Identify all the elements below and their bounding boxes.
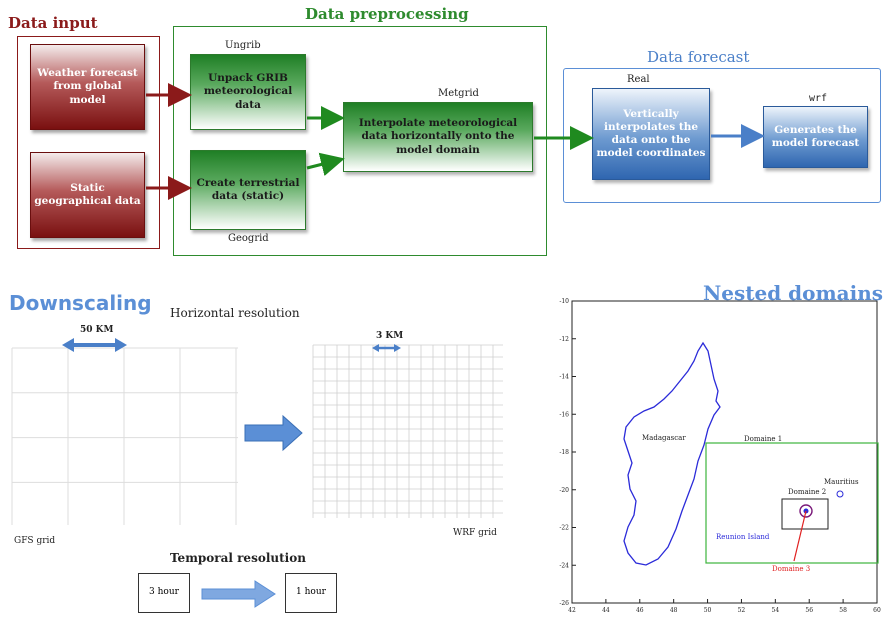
downscaling-arrow	[244, 414, 303, 452]
domain-3-marker	[799, 504, 813, 518]
reunion-island-label: Reunion Island	[716, 533, 770, 541]
data-preprocessing-title: Data preprocessing	[305, 5, 469, 23]
coarse-spacing-label: 50 KM	[80, 325, 114, 335]
madagascar-label: Madagascar	[642, 434, 686, 442]
static-geographical-box: Static geographical data	[30, 152, 145, 238]
y-tick-label: -10	[559, 298, 569, 305]
fine-spacing-arrow	[372, 344, 401, 352]
domain-3-pointer	[793, 510, 807, 562]
y-tick-label: -18	[559, 449, 569, 456]
workflow-arrows	[146, 83, 765, 200]
x-tick-label: 58	[839, 607, 847, 614]
fine-spacing-label: 3 KM	[376, 331, 404, 341]
data-input-title: Data input	[8, 14, 98, 32]
y-tick-label: -16	[559, 411, 569, 418]
x-tick-label: 50	[704, 607, 712, 614]
x-tick-label: 52	[738, 607, 746, 614]
domain-2-box	[781, 498, 829, 530]
x-tick-label: 44	[602, 607, 610, 614]
data-forecast-frame	[563, 68, 881, 203]
metgrid-label: Metgrid	[438, 88, 479, 99]
wrf-box: Generates the model forecast	[763, 106, 868, 168]
data-forecast-title: Data forecast	[647, 48, 750, 66]
data-input-frame	[17, 36, 160, 249]
x-tick-label: 46	[636, 607, 644, 614]
x-tick-label: 60	[873, 607, 881, 614]
x-tick-label: 48	[670, 607, 678, 614]
horizontal-resolution-label: Horizontal resolution	[170, 306, 300, 320]
x-ticks: 42 44 46 48 50 52 54 56 58 60	[568, 599, 881, 614]
map-frame	[571, 300, 878, 604]
one-hour-box: 1 hour	[285, 573, 337, 613]
y-tick-label: -26	[559, 600, 569, 607]
y-tick-label: -20	[559, 487, 569, 494]
x-tick-label: 56	[805, 607, 813, 614]
coarse-spacing-arrow	[62, 338, 127, 352]
mauritius-marker	[836, 490, 844, 498]
y-tick-label: -22	[559, 525, 569, 532]
domain-3-label: Domaine 3	[772, 565, 810, 573]
three-hour-box: 3 hour	[138, 573, 190, 613]
y-ticks: -10 -12 -14 -16 -18 -20 -22 -24 -26	[559, 298, 576, 607]
temporal-arrow	[201, 580, 276, 608]
downscaling-title: Downscaling	[9, 291, 152, 315]
ungrib-box: Unpack GRIB meteorological data	[190, 54, 306, 130]
mauritius-label: Mauritius	[824, 478, 859, 486]
wrf-label: wrf	[809, 93, 828, 104]
data-preprocessing-frame	[173, 26, 547, 256]
geogrid-label: Geogrid	[228, 233, 269, 244]
domain-1-box	[705, 442, 879, 564]
real-box: Vertically interpolates the data onto th…	[592, 88, 710, 180]
weather-forecast-box: Weather forecast from global model	[30, 44, 145, 130]
domain-1-label: Domaine 1	[744, 435, 782, 443]
arrow-geogrid-to-metgrid	[306, 152, 345, 177]
x-tick-label: 42	[568, 607, 576, 614]
gfs-grid-label: GFS grid	[14, 536, 56, 546]
domain-2-label: Domaine 2	[788, 488, 826, 496]
y-tick-label: -12	[559, 336, 569, 343]
geogrid-box: Create terrestrial data (static)	[190, 150, 306, 230]
y-tick-label: -24	[559, 562, 569, 569]
wrf-grid-label: WRF grid	[453, 528, 497, 538]
temporal-resolution-label: Temporal resolution	[170, 551, 306, 565]
madagascar-coastline	[623, 341, 721, 566]
metgrid-box: Interpolate meteorological data horizont…	[343, 102, 533, 172]
gfs-grid	[11, 347, 238, 525]
x-tick-label: 54	[772, 607, 780, 614]
real-label: Real	[627, 74, 650, 85]
y-tick-label: -14	[559, 374, 569, 381]
wrf-grid	[312, 344, 503, 518]
ungrib-label: Ungrib	[225, 40, 261, 51]
downscaling-graphics	[11, 338, 503, 608]
